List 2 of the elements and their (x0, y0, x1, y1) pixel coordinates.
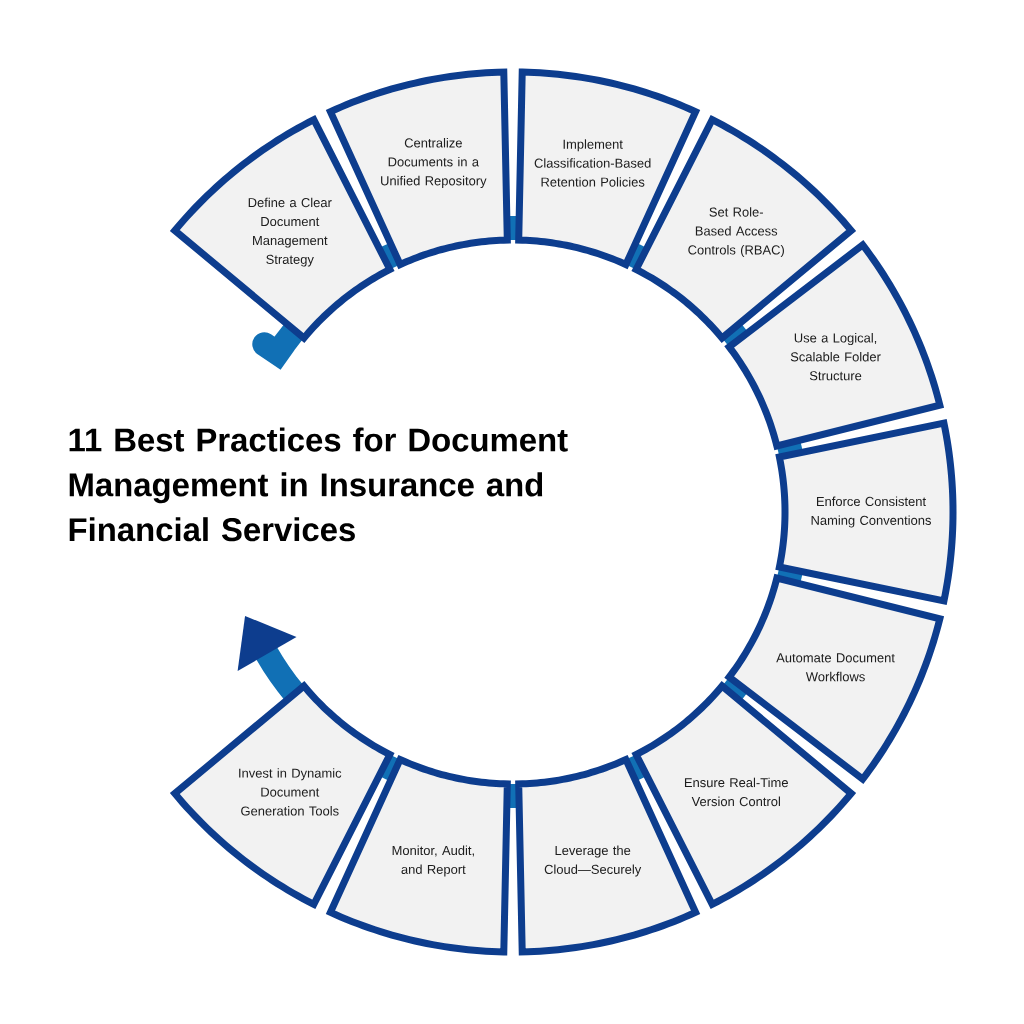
title: 11 Best Practices for Document Management in Insurance and Financial Services (69, 427, 568, 542)
node-label: Monitor, Audit, and Report (392, 845, 474, 877)
